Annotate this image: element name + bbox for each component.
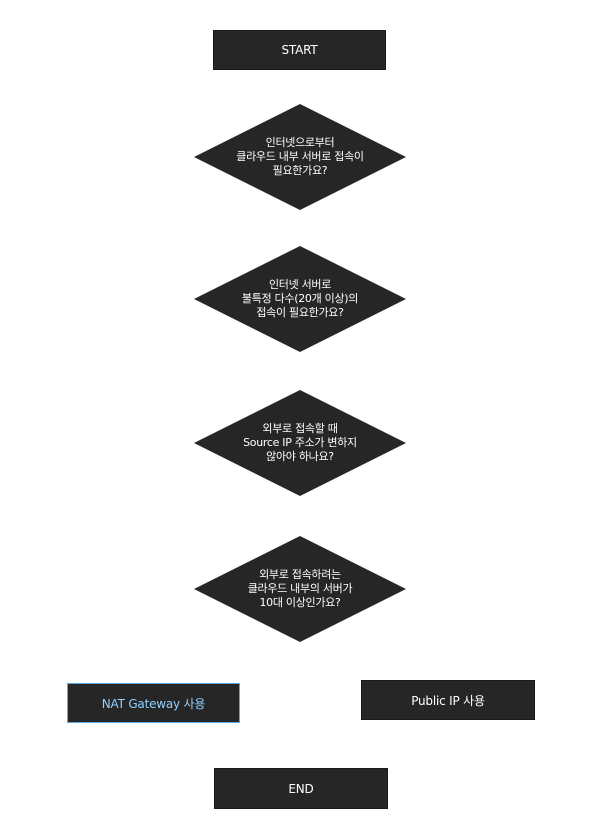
nat-gateway-label: NAT Gateway 사용 bbox=[101, 696, 206, 711]
decision-1-shape bbox=[194, 104, 406, 210]
end-label: END bbox=[288, 781, 314, 796]
result-nat-gateway: NAT Gateway 사용 bbox=[67, 683, 240, 723]
decision-fixed-source-ip: 외부로 접속할 때 Source IP 주소가 변하지 않아야 하나요? bbox=[194, 390, 406, 496]
start-node: START bbox=[213, 30, 386, 70]
decision-2-text: 인터넷 서버로 불특정 다수(20개 이상)의 접속이 필요한가요? bbox=[241, 278, 359, 319]
public-ip-label: Public IP 사용 bbox=[411, 693, 485, 708]
decision-2-shape bbox=[194, 246, 406, 352]
decision-3-shape bbox=[194, 390, 406, 496]
result-public-ip: Public IP 사용 bbox=[361, 680, 535, 720]
decision-internet-inbound: 인터넷으로부터 클라우드 내부 서버로 접속이 필요한가요? bbox=[194, 104, 406, 210]
decision-1-text: 인터넷으로부터 클라우드 내부 서버로 접속이 필요한가요? bbox=[236, 136, 364, 177]
decision-3-text: 외부로 접속할 때 Source IP 주소가 변하지 않아야 하나요? bbox=[243, 422, 357, 463]
decision-many-connections: 인터넷 서버로 불특정 다수(20개 이상)의 접속이 필요한가요? bbox=[194, 246, 406, 352]
decision-4-shape bbox=[194, 536, 406, 642]
decision-4-text: 외부로 접속하려는 클라우드 내부의 서버가 10대 이상인가요? bbox=[247, 568, 353, 609]
start-label: START bbox=[281, 43, 318, 57]
decision-ten-servers: 외부로 접속하려는 클라우드 내부의 서버가 10대 이상인가요? bbox=[194, 536, 406, 642]
end-node: END bbox=[214, 768, 388, 809]
